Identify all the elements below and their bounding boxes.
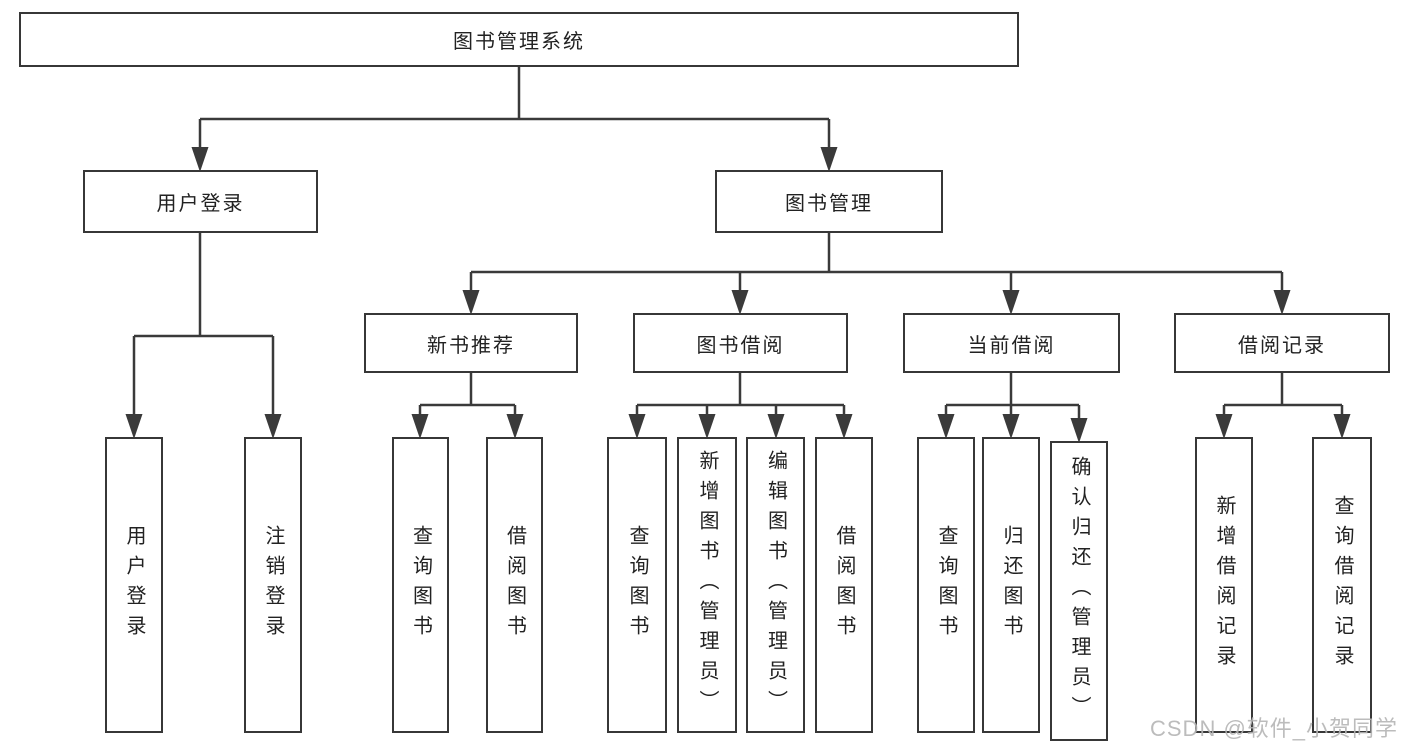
leaf-add-book-admin: 新增图书（管理员） — [677, 437, 737, 733]
node-label: 当前借阅 — [967, 334, 1056, 357]
leaf-edit-book-admin: 编辑图书（管理员） — [746, 437, 805, 733]
node-new-book-recommend: 新书推荐 — [364, 313, 578, 373]
leaf-query-books-borrow: 查询图书 — [607, 437, 667, 733]
leaf-label: 借阅图书 — [503, 525, 526, 645]
leaf-borrow-books: 借阅图书 — [815, 437, 873, 733]
leaf-label: 编辑图书（管理员） — [764, 450, 787, 720]
leaf-label: 归还图书 — [1000, 525, 1022, 645]
leaf-query-books-recommend: 查询图书 — [392, 437, 449, 733]
leaf-label: 注销登录 — [262, 525, 284, 645]
leaf-add-borrow-record: 新增借阅记录 — [1195, 437, 1253, 733]
leaf-label: 查询图书 — [409, 525, 432, 645]
node-borrow-records: 借阅记录 — [1174, 313, 1390, 373]
node-label: 图书借阅 — [696, 334, 785, 357]
node-root-system: 图书管理系统 — [19, 12, 1019, 67]
leaf-label: 新增图书（管理员） — [696, 450, 718, 720]
leaf-label: 查询图书 — [935, 525, 957, 645]
leaf-borrow-books-recommend: 借阅图书 — [486, 437, 543, 733]
leaf-logout: 注销登录 — [244, 437, 302, 733]
node-book-borrow: 图书借阅 — [633, 313, 848, 373]
node-user-login: 用户登录 — [83, 170, 318, 233]
node-book-management: 图书管理 — [715, 170, 943, 233]
node-label: 借阅记录 — [1238, 334, 1326, 357]
csdn-watermark: CSDN @软件_小贺同学 — [1150, 716, 1399, 741]
leaf-label: 查询图书 — [626, 525, 648, 645]
leaf-return-books: 归还图书 — [982, 437, 1040, 733]
leaf-label: 借阅图书 — [833, 525, 855, 645]
leaf-label: 用户登录 — [123, 525, 145, 645]
node-label: 图书管理系统 — [453, 31, 585, 53]
leaf-query-books-current: 查询图书 — [917, 437, 975, 733]
leaf-query-borrow-record: 查询借阅记录 — [1312, 437, 1372, 733]
leaf-confirm-return-admin: 确认归还（管理员） — [1050, 441, 1108, 741]
leaf-label: 查询借阅记录 — [1331, 495, 1353, 675]
node-label: 用户登录 — [156, 193, 245, 215]
node-label: 新书推荐 — [427, 334, 515, 357]
node-current-borrow: 当前借阅 — [903, 313, 1120, 373]
leaf-label: 确认归还（管理员） — [1068, 456, 1090, 726]
leaf-label: 新增借阅记录 — [1213, 495, 1235, 675]
node-label: 图书管理 — [785, 193, 873, 215]
leaf-user-login: 用户登录 — [105, 437, 163, 733]
